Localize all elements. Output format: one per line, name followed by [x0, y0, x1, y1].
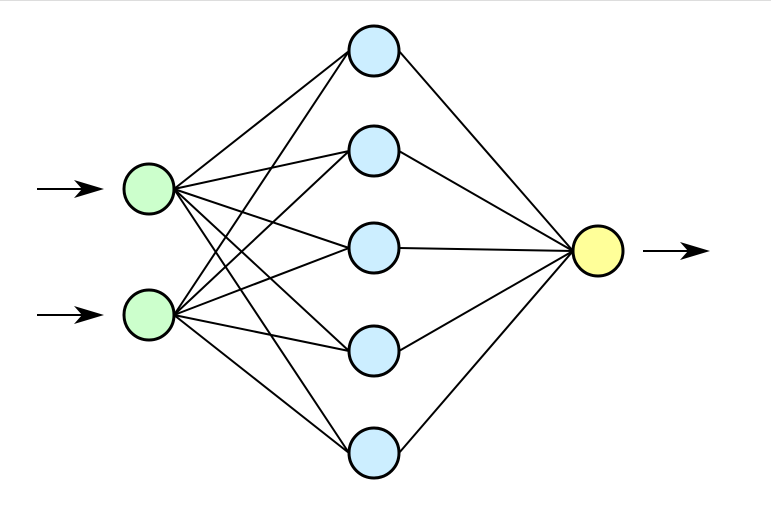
edge-hidden-4-to-output-1 [398, 250, 574, 352]
edge-input-2-to-hidden-3 [173, 247, 350, 316]
edge-input-2-to-hidden-5 [173, 314, 350, 454]
edge-hidden-1-to-output-1 [398, 50, 574, 252]
input-arrow-1-arrowhead-icon [74, 180, 104, 198]
edge-hidden-2-to-output-1 [398, 150, 574, 252]
edge-input-2-to-hidden-2 [173, 150, 350, 316]
hidden-node-3 [347, 221, 401, 275]
edge-input-1-to-hidden-3 [173, 188, 350, 249]
hidden-node-1 [347, 24, 401, 78]
output-node-1 [571, 224, 625, 278]
output-arrow-1-arrowhead-icon [680, 242, 710, 260]
input-node-1 [122, 162, 176, 216]
edge-input-1-to-hidden-2 [173, 150, 350, 190]
hidden-node-5 [347, 426, 401, 480]
hidden-node-4 [347, 324, 401, 378]
edge-input-2-to-hidden-1 [173, 50, 350, 316]
edge-input-2-to-hidden-4 [173, 314, 350, 352]
hidden-node-2 [347, 124, 401, 178]
input-node-2 [122, 288, 176, 342]
edge-input-1-to-hidden-5 [173, 188, 350, 454]
edge-input-1-to-hidden-1 [173, 50, 350, 190]
edge-input-1-to-hidden-4 [173, 188, 350, 352]
input-arrow-2-arrowhead-icon [74, 306, 104, 324]
edge-hidden-5-to-output-1 [398, 250, 574, 454]
edge-hidden-3-to-output-1 [398, 247, 574, 252]
